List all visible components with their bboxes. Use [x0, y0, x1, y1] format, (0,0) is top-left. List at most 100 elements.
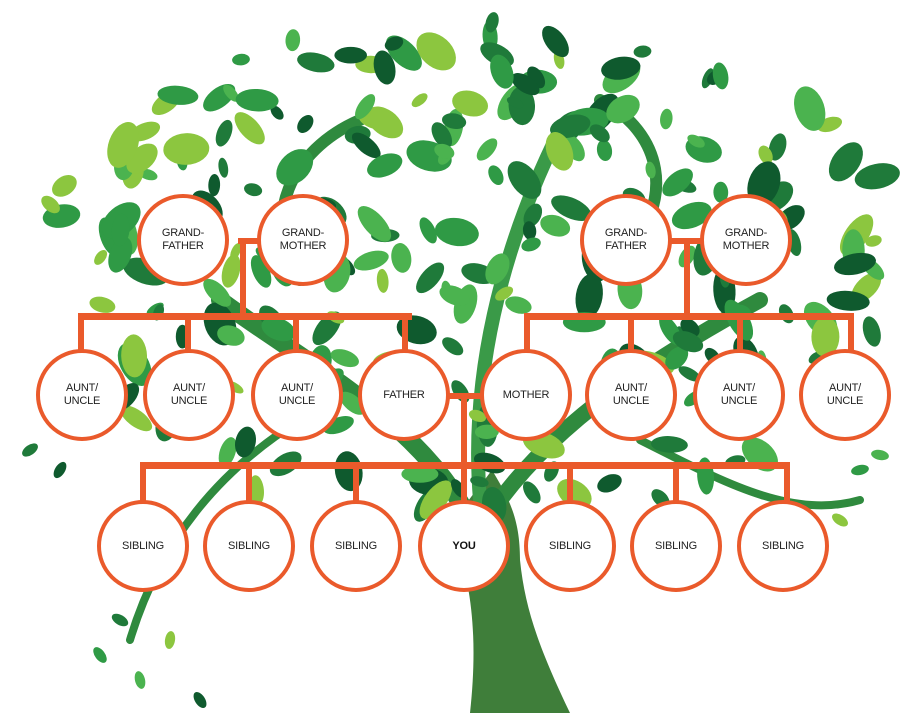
leaf: [53, 461, 67, 479]
node-label: GRAND- FATHER: [161, 227, 205, 252]
leaf: [215, 119, 233, 147]
leaf: [468, 409, 487, 423]
leaf: [601, 56, 641, 80]
leaf: [431, 122, 453, 149]
node-sibling-2: SIBLING: [203, 500, 295, 592]
leaf: [351, 132, 381, 159]
leaf: [384, 36, 404, 51]
connector-child-drop-5: [567, 462, 573, 506]
leaf: [366, 106, 404, 139]
leaf: [476, 138, 498, 161]
leaf: [495, 286, 514, 301]
node-label: AUNT/ UNCLE: [720, 382, 758, 407]
node-mother: MOTHER: [480, 349, 572, 441]
leaf: [545, 131, 574, 171]
node-label: SIBLING: [334, 539, 377, 552]
leaf: [330, 349, 359, 368]
node-label: AUNT/ UNCLE: [63, 382, 101, 407]
leaf: [485, 253, 510, 285]
leaf: [22, 443, 38, 457]
leaf: [111, 213, 130, 247]
leaf: [713, 181, 729, 203]
leaf: [249, 475, 264, 506]
leaf: [826, 290, 870, 311]
node-label: GRAND- MOTHER: [722, 227, 770, 252]
leaf: [164, 631, 176, 649]
leaf: [511, 73, 540, 96]
leaf: [596, 139, 613, 162]
node-aunt-uncle-4: AUNT/ UNCLE: [585, 349, 677, 441]
leaf: [542, 25, 569, 58]
leaf: [862, 316, 881, 347]
leaf: [401, 465, 439, 483]
node-paternal-grandfather: GRAND- FATHER: [137, 194, 229, 286]
connector-parents-stem: [461, 393, 467, 469]
leaf: [485, 12, 499, 33]
leaf: [521, 237, 541, 252]
node-father: FATHER: [358, 349, 450, 441]
leaf: [89, 296, 116, 313]
leaf: [474, 424, 499, 440]
leaf-cluster: [22, 12, 900, 709]
node-sibling-4: SIBLING: [524, 500, 616, 592]
leaf: [540, 214, 571, 237]
leaf: [434, 217, 479, 247]
node-aunt-uncle-2: AUNT/ UNCLE: [143, 349, 235, 441]
connector-child-drop-4: [461, 462, 467, 506]
node-label: SIBLING: [761, 539, 804, 552]
leaf: [470, 476, 489, 488]
leaf: [270, 105, 284, 120]
leaf: [357, 206, 392, 242]
node-label: AUNT/ UNCLE: [826, 382, 864, 407]
connector-mgp-drop-1: [524, 313, 530, 359]
leaf: [794, 86, 826, 131]
leaf: [416, 262, 445, 294]
leaf: [108, 237, 133, 273]
leaf: [134, 671, 146, 689]
node-label: AUNT/ UNCLE: [170, 382, 208, 407]
leaf: [865, 235, 882, 247]
leaf: [339, 391, 366, 415]
leaf: [597, 474, 622, 493]
connector-mgp-drop-4: [848, 313, 854, 359]
leaf: [107, 121, 140, 168]
leaf: [507, 161, 542, 199]
connector-pgp-stem: [240, 240, 246, 316]
leaf: [334, 46, 368, 64]
leaf: [834, 252, 876, 276]
connector-child-drop-6: [673, 462, 679, 506]
leaf: [120, 405, 153, 432]
leaf: [232, 53, 250, 66]
node-label: AUNT/ UNCLE: [612, 382, 650, 407]
leaf: [828, 142, 863, 182]
leaf: [633, 45, 652, 58]
leaf: [758, 145, 773, 165]
leaf: [416, 32, 456, 71]
node-label: FATHER: [383, 388, 425, 401]
leaf: [203, 278, 232, 307]
leaf: [223, 84, 239, 102]
node-label: SIBLING: [121, 539, 164, 552]
node-maternal-grandfather: GRAND- FATHER: [580, 194, 672, 286]
node-aunt-uncle-3: AUNT/ UNCLE: [251, 349, 343, 441]
leaf: [261, 317, 296, 342]
node-label: SIBLING: [227, 539, 270, 552]
leaf: [276, 149, 314, 186]
connector-pgp-drop-2: [185, 313, 191, 359]
leaf: [662, 168, 693, 197]
leaf: [488, 165, 504, 186]
node-label: YOU: [452, 539, 476, 552]
leaf: [376, 268, 389, 293]
leaf: [217, 325, 245, 346]
leaf: [230, 242, 242, 261]
leaf: [575, 273, 603, 319]
leaf: [163, 133, 210, 165]
leaf: [157, 85, 199, 105]
leaf: [391, 243, 412, 273]
leaf: [671, 201, 712, 230]
leaf: [434, 143, 455, 159]
leaf: [221, 254, 241, 288]
node-aunt-uncle-5: AUNT/ UNCLE: [693, 349, 785, 441]
leaf: [419, 480, 452, 519]
leaf: [373, 50, 396, 85]
